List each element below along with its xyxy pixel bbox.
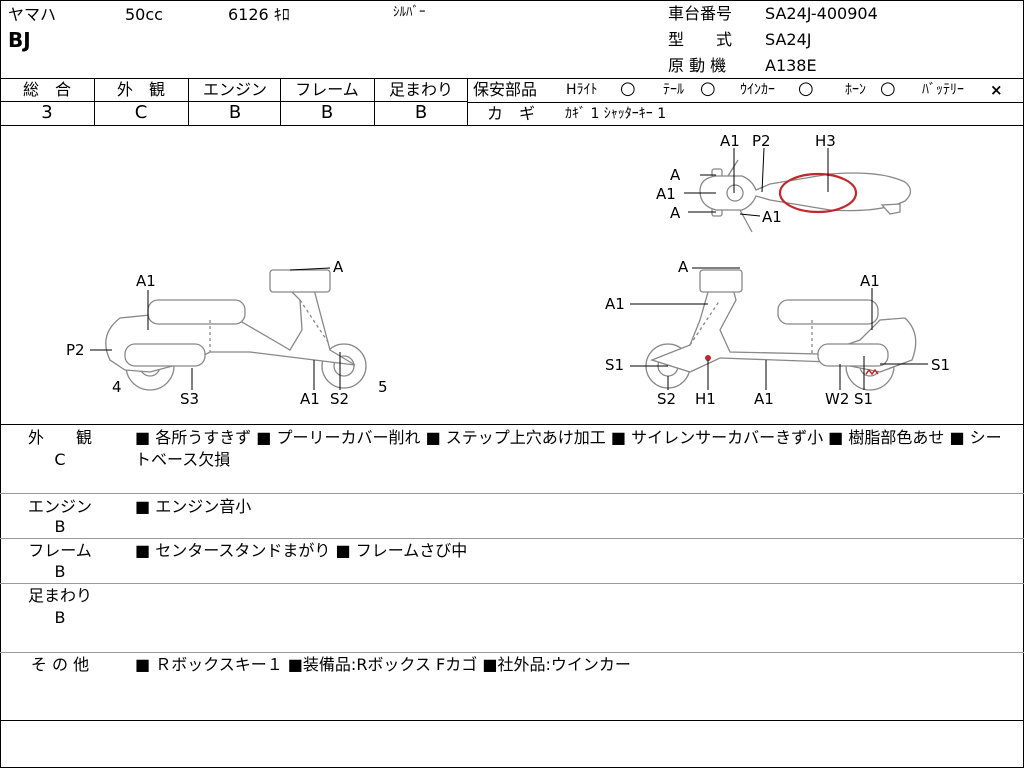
safety-title: 保安部品 [473,80,538,99]
safety-mid-rule [468,102,1024,103]
safety-item-tail-label: ﾃｰﾙ [663,82,684,98]
section-suspension-title: 足まわり [27,586,92,605]
engine-value: A138E [765,56,817,75]
grade-engine-value: B [228,102,242,123]
section-frame-title: フレーム [28,541,92,560]
section-frame-body: ■ センタースタンドまがり ■ フレームさび中 [135,541,468,560]
safety-item-winker-mark: ○ [798,78,814,99]
scooter-top-view [699,159,912,233]
type-label: 型 式 [668,30,733,49]
svg-text:A1: A1 [605,295,625,313]
model-name: BJ [8,28,31,52]
section-exterior-title: 外 観 [27,428,92,447]
grade-frame-label: フレーム [295,80,359,99]
grid-mid-rule [0,101,468,102]
grid-divider [188,78,189,125]
section-engine-body: ■ エンジン音小 [135,497,252,516]
section-exterior-grade: C [54,450,66,469]
diagram-bottom-rule [0,424,1024,425]
grade-suspension-label: 足まわり [388,80,453,99]
svg-text:A1: A1 [754,390,774,408]
svg-text:4: 4 [112,378,122,396]
scooter-left-view [105,269,367,391]
svg-text:P2: P2 [66,341,85,359]
svg-text:A1: A1 [720,132,740,150]
section-exterior-body: ■ 各所うすきず ■ プーリーカバー削れ ■ ステップ上穴あけ加工 ■ サイレン… [135,428,1002,469]
section-rule [0,652,1024,653]
section-bottom-rule [0,720,1024,721]
safety-item-headlight-label: Hﾗｲﾄ [566,82,598,98]
safety-item-battery-label: ﾊﾞｯﾃﾘｰ [922,82,964,98]
grid-divider [280,78,281,125]
grade-exterior-label: 外 観 [116,80,165,99]
svg-text:A1: A1 [656,185,676,203]
scooter-right-view [645,269,917,391]
svg-text:H3: H3 [815,132,836,150]
grade-total-value: 3 [41,102,53,123]
grid-bottom-rule [0,125,1024,126]
svg-text:P2: P2 [752,132,771,150]
grid-divider [374,78,375,125]
section-rule [0,583,1024,584]
section-frame-grade: B [54,562,66,581]
color: ｼﾙﾊﾞｰ [393,5,426,20]
grid-divider [94,78,95,125]
section-suspension-grade: B [54,608,66,627]
grade-frame-value: B [320,102,334,123]
svg-text:S1: S1 [605,356,624,374]
maker: ヤマハ [8,5,57,24]
displacement: 50cc [125,5,163,24]
svg-text:A: A [670,204,681,222]
svg-text:A1: A1 [136,272,156,290]
svg-text:H1: H1 [695,390,716,408]
svg-text:A: A [670,166,681,184]
safety-item-horn-label: ﾎｰﾝ [845,82,866,98]
safety-item-battery-mark: × [990,81,1003,99]
svg-text:5: 5 [378,378,388,396]
safety-item-winker-label: ｳｲﾝｶｰ [740,82,775,98]
grid-top-rule [0,78,1024,79]
section-other-title: そ の 他 [30,655,90,674]
key-label: カ ギ [487,104,536,123]
key-value: ｶｷﾞ 1 ｼｬｯﾀｰｷｰ 1 [565,106,667,122]
type-value: SA24J [765,30,812,49]
damage-mark-h3 [778,172,858,214]
safety-item-tail-mark: ○ [700,78,716,99]
svg-text:S2: S2 [657,390,676,408]
svg-text:S1: S1 [931,356,950,374]
mileage: 6126 ｷﾛ [228,5,290,24]
grade-exterior-value: C [134,102,148,123]
svg-text:A1: A1 [300,390,320,408]
grid-divider [467,78,468,125]
svg-text:A1: A1 [762,208,782,226]
grade-engine-label: エンジン [202,80,267,99]
chassis-value: SA24J-400904 [765,4,878,23]
safety-item-horn-mark: ○ [880,78,896,99]
section-engine-grade: B [54,517,66,536]
section-engine-title: エンジン [27,497,92,516]
grade-suspension-value: B [414,102,428,123]
grade-total-label: 総 合 [22,80,71,99]
damage-mark-w2 [865,368,879,376]
engine-label: 原 動 機 [668,56,727,75]
svg-text:S1: S1 [854,390,873,408]
section-other-body: ■ Ｒボックスキー１ ■装備品:Rボックス Fカゴ ■社外品:ウインカー [135,655,631,674]
safety-item-headlight-mark: ○ [620,78,636,99]
section-rule [0,538,1024,539]
svg-text:S2: S2 [330,390,349,408]
section-rule [0,493,1024,494]
damage-mark-h1 [705,355,711,361]
chassis-label: 車台番号 [668,4,733,23]
svg-text:A1: A1 [860,272,880,290]
svg-text:A: A [333,258,344,276]
svg-text:W2: W2 [825,390,849,408]
svg-text:S3: S3 [180,390,199,408]
svg-text:A: A [678,258,689,276]
